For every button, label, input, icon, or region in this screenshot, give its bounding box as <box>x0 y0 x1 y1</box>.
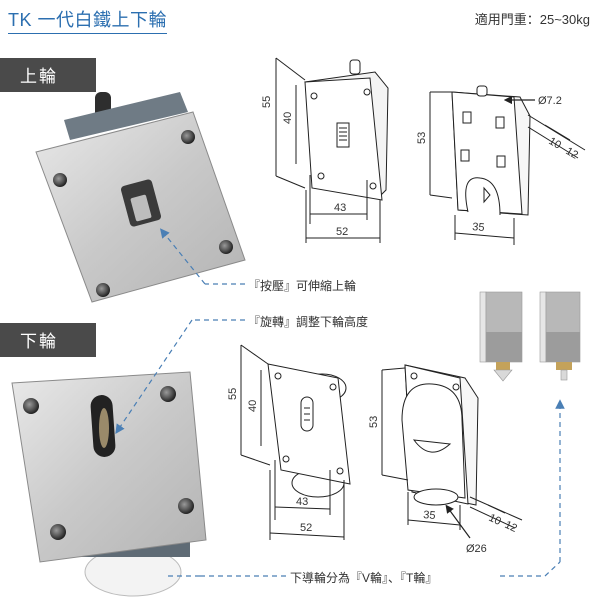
dim-pin-diameter: Ø7.2 <box>538 95 562 107</box>
dim-wheel-diameter: Ø26 <box>466 543 487 555</box>
dim-40-lower: 40 <box>247 400 259 412</box>
lower-front-drawing <box>240 344 351 540</box>
dim-12-lower: 12 <box>503 519 519 535</box>
dim-35-upper: 35 <box>472 221 485 234</box>
lower-side-drawing <box>381 364 523 530</box>
press-leader <box>159 228 245 285</box>
wheel-type-leader <box>165 399 565 577</box>
screw-icon <box>160 386 176 402</box>
dim-43-upper: 43 <box>334 202 346 214</box>
rotate-note: 『旋轉』調整下輪高度 <box>248 315 369 329</box>
v-wheel-profile <box>479 291 523 382</box>
page-title: TK 一代白鐵上下輪 <box>8 6 168 34</box>
dim-10-lower: 10 <box>487 512 503 528</box>
screw-icon <box>53 173 67 187</box>
wheel-type-note: 下導輪分為『V輪』、『T輪』 <box>290 571 438 585</box>
dim-55-lower: 55 <box>227 388 239 400</box>
upper-side-drawing <box>429 85 586 245</box>
dim-10-upper: 10 <box>547 135 564 152</box>
screw-icon <box>219 240 233 254</box>
dim-35-lower: 35 <box>423 509 436 522</box>
lower-wheel-photo <box>11 371 207 597</box>
press-note: 『按壓』可伸縮上輪 <box>248 279 357 293</box>
upper-wheel-photo <box>35 92 246 303</box>
t-wheel-profile <box>539 291 581 381</box>
screw-icon <box>181 130 195 144</box>
dim-12-upper: 12 <box>564 145 581 162</box>
dim-52-lower: 52 <box>300 522 312 534</box>
dim-52-upper: 52 <box>336 226 348 238</box>
screw-icon <box>178 498 194 514</box>
screw-icon <box>50 524 66 540</box>
rotate-leader <box>115 319 245 434</box>
dim-40-upper: 40 <box>282 112 294 124</box>
door-weight-spec: 適用門重：25~30kg <box>474 12 590 27</box>
dim-43-lower: 43 <box>296 496 308 508</box>
upper-wheel-label: 上輪 <box>0 58 96 92</box>
lower-wheel-label: 下輪 <box>0 323 96 357</box>
dim-53-upper: 53 <box>416 132 428 144</box>
screw-icon <box>96 283 110 297</box>
dim-53-lower: 53 <box>368 416 380 428</box>
screw-icon <box>23 398 39 414</box>
upper-front-drawing <box>275 57 389 243</box>
dim-55-upper: 55 <box>261 96 273 108</box>
